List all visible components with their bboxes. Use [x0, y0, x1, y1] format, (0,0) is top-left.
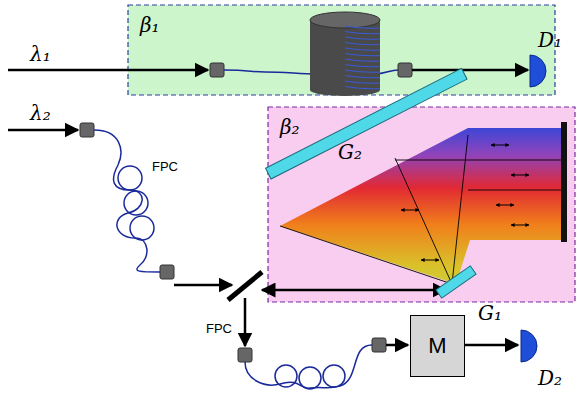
modulator-box: M: [410, 315, 465, 377]
compressor-region: β₂: [268, 107, 575, 302]
grating-g1: [436, 266, 476, 298]
grating-label: G₁: [478, 303, 502, 323]
beta2-region: [268, 107, 575, 302]
grating-g2: [266, 68, 467, 179]
beam-splitter: [228, 272, 262, 300]
detector-label: D₁: [538, 30, 562, 50]
end-mirror: [561, 122, 567, 242]
detector-label: D₂: [538, 368, 562, 388]
grating-label: G₂: [338, 142, 362, 162]
wavelength-label: λ₁: [30, 44, 51, 64]
region-label: β₂: [280, 117, 300, 137]
controller-label: FPC: [152, 160, 178, 173]
fiber-region: β₁: [128, 5, 555, 95]
region-label: β₁: [140, 15, 160, 35]
box-label: M: [428, 335, 446, 357]
detector-d2: [521, 330, 537, 362]
beta1-region: [128, 5, 555, 95]
detector-d1: [530, 55, 546, 87]
controller-label: FPC: [206, 322, 232, 335]
fiber-spool: [310, 12, 380, 96]
wavelength-label: λ₂: [30, 103, 51, 123]
